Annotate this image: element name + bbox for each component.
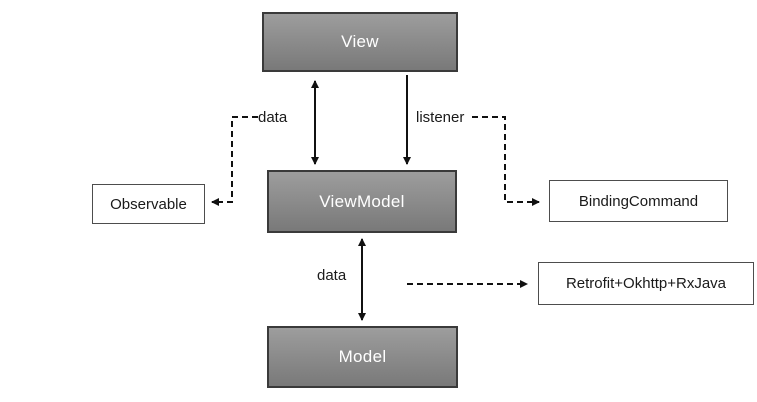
node-viewmodel-label: ViewModel bbox=[319, 191, 405, 211]
node-retrofit: Retrofit+Okhttp+RxJava bbox=[538, 262, 754, 305]
node-model: Model bbox=[267, 326, 458, 388]
dashed-connector-bindingcommand bbox=[472, 116, 540, 206]
node-bindingcommand: BindingCommand bbox=[549, 180, 728, 222]
dashed-connector-observable bbox=[211, 116, 258, 206]
node-observable: Observable bbox=[92, 184, 205, 224]
node-view: View bbox=[262, 12, 458, 72]
edge-label-listener: listener bbox=[416, 109, 465, 126]
node-model-label: Model bbox=[338, 347, 387, 366]
node-viewmodel: ViewModel bbox=[267, 170, 457, 233]
node-retrofit-label: Retrofit+Okhttp+RxJava bbox=[565, 275, 727, 292]
node-view-label: View bbox=[341, 32, 379, 51]
edge-label-data-bottom: data bbox=[317, 267, 347, 284]
edge-label-data-top: data bbox=[258, 109, 288, 126]
node-observable-label: Observable bbox=[110, 195, 187, 213]
node-bindingcommand-label: BindingCommand bbox=[578, 192, 699, 210]
